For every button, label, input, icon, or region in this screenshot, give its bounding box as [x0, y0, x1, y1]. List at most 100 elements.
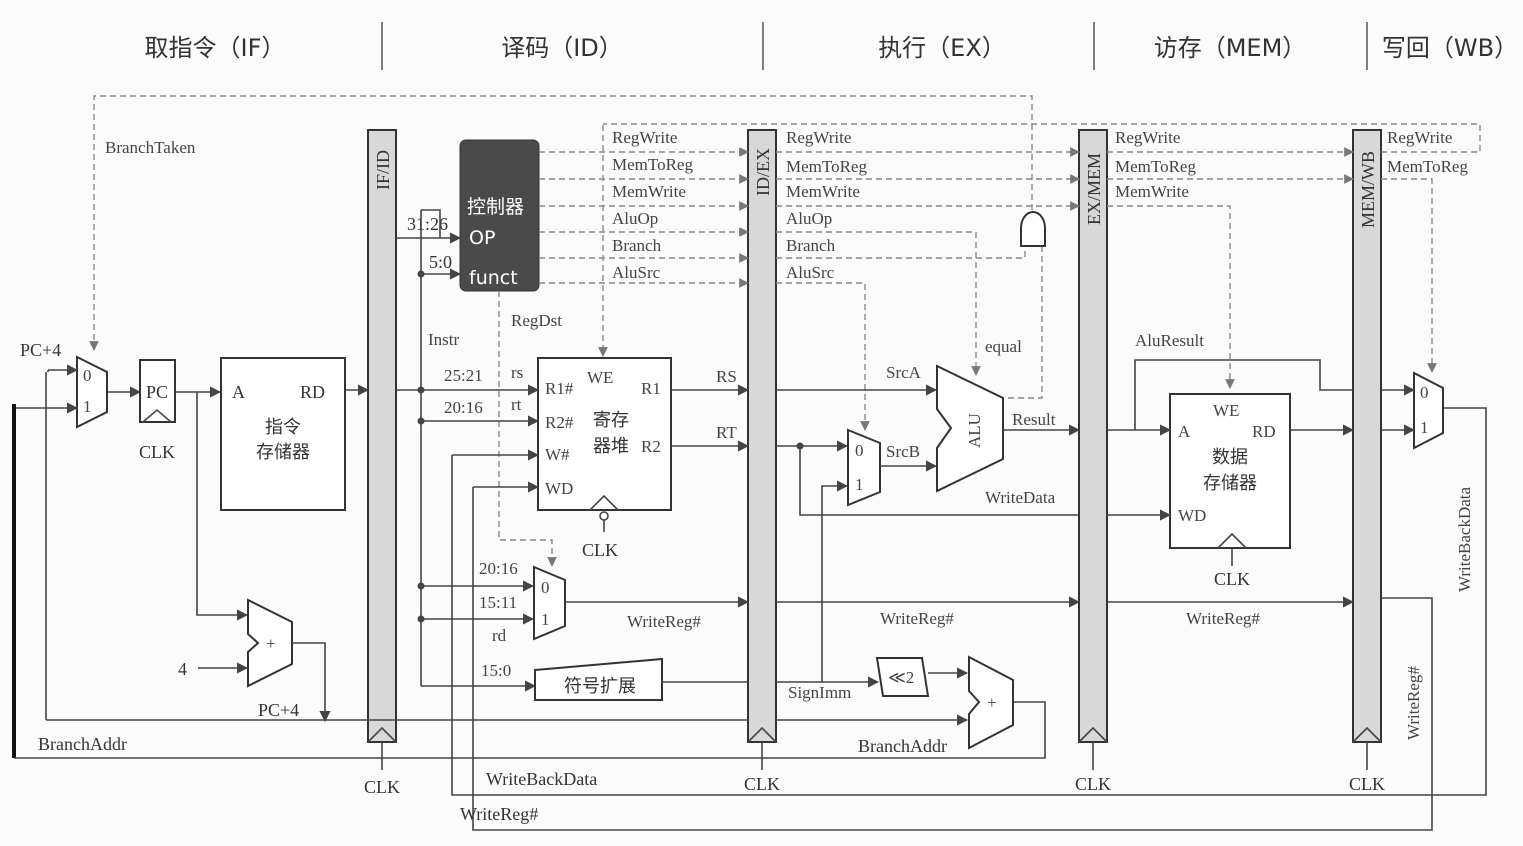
id-ex-clk-triangle: [747, 726, 777, 743]
pc-clk-triangle: [142, 408, 172, 423]
RT-label: RT: [716, 423, 737, 442]
regfile-we: WE: [587, 368, 613, 387]
equal-label: equal: [985, 337, 1022, 356]
equal-wire: [1004, 246, 1043, 399]
imem-name-line2: 存储器: [256, 442, 310, 462]
wb-stage: 0 1 WriteBackData WriteReg# WriteBackDat…: [451, 371, 1487, 831]
sign-extend-shape: [534, 657, 663, 701]
ex-mem-clk-triangle: [1078, 726, 1108, 743]
writereg-wb-wire: [472, 487, 1433, 831]
pc-label: PC: [146, 382, 168, 402]
signimm-label: SignImm: [788, 683, 851, 702]
ex-branch-wire: [776, 246, 1026, 259]
pc-plus4-adder-label: PC+4: [258, 700, 299, 720]
regfile-r1-in: R1#: [545, 379, 574, 398]
instruction-memory: A RD 指令 存储器: [220, 357, 370, 511]
result-label: Result: [1012, 410, 1056, 429]
controller: 控制器 OP funct 31:26 5:0: [396, 139, 540, 292]
pc-mux: 0 1 PC+4: [12, 340, 142, 758]
if-id-register: [367, 129, 397, 743]
wb-mux-1: 1: [1420, 418, 1429, 437]
branch-address-feedback: BranchAddr: [14, 372, 1046, 759]
dmem-name-line1: 数据: [1212, 447, 1248, 467]
alusrc-mux-1: 1: [855, 475, 864, 494]
if-id-clk-label: CLK: [364, 777, 400, 797]
ex-mem-clk-label: CLK: [1075, 774, 1111, 794]
mem-stage: WE A RD WD 数据 存储器 CLK AluResult WriteReg…: [1107, 331, 1355, 628]
ex-stage: SrcA WriteData 0 1 SrcB ALU Result SignI…: [776, 363, 1081, 756]
srcb-label: SrcB: [886, 442, 920, 461]
regfile-name-line2: 器堆: [593, 436, 629, 456]
pc-to-adder-wire: [196, 392, 249, 621]
dmem-wd: WD: [1178, 506, 1206, 525]
ex-alusrc-wire: [776, 282, 870, 431]
branch-taken-wire: [89, 95, 1033, 351]
writereg-ex-label: WriteReg#: [880, 609, 954, 628]
signimm-to-mux-wire: [821, 480, 849, 682]
srca-label: SrcA: [886, 363, 922, 382]
wb-mux-0: 0: [1420, 383, 1429, 402]
id-ex-label: ID/EX: [753, 148, 773, 196]
register-file: R1# R2# W# WD WE R1 R2 寄存 器堆 CLK RS RT: [452, 357, 750, 560]
RS-label: RS: [716, 367, 737, 386]
instr-label: Instr: [428, 330, 460, 349]
regdst-wire: [498, 291, 557, 567]
pc-plus4-input-label: PC+4: [20, 340, 61, 360]
mem-ctrl-regwrite: RegWrite: [1115, 128, 1180, 147]
dmem-name-line2: 存储器: [1203, 473, 1257, 493]
regfile-wd-in: WD: [545, 479, 573, 498]
branch-addr-label-if: BranchAddr: [38, 734, 127, 754]
dmem-clk-label: CLK: [1214, 569, 1250, 589]
ctrl-memtoreg: MemToReg: [612, 155, 693, 174]
writeback-data-wire: [451, 407, 1487, 796]
wb-mux-shape: [1413, 371, 1444, 450]
wb-memtoreg-wire: [1381, 178, 1437, 373]
regfile-name-line1: 寄存: [593, 410, 629, 430]
ex-ctrl-regwrite: RegWrite: [786, 128, 851, 147]
dmem-we: WE: [1213, 401, 1239, 420]
mem-memwrite-wire: [1107, 205, 1235, 389]
if-id-label: IF/ID: [373, 150, 393, 190]
regdst-mux-shape: [533, 565, 566, 641]
regfile-clk-label: CLK: [582, 540, 618, 560]
writereg-mem-label: WriteReg#: [1186, 609, 1260, 628]
dmem-box: [1169, 393, 1291, 549]
ctrl-regwrite: RegWrite: [612, 128, 677, 147]
wb-ctrl-memtoreg: MemToReg: [1387, 157, 1468, 176]
ctrl-aluop: AluOp: [612, 209, 658, 228]
regfile-clk-triangle: [589, 494, 619, 511]
if-id-clk-triangle: [367, 726, 397, 743]
field-5-0: 5:0: [429, 252, 452, 272]
mem-wb-clk-triangle: [1352, 726, 1382, 743]
dmem-rd: RD: [1252, 422, 1276, 441]
imem-rd-label: RD: [300, 382, 325, 402]
field-20-16: 20:16: [444, 398, 483, 417]
regfile-w-in: W#: [545, 445, 570, 464]
regdst-mux-1: 1: [541, 610, 550, 629]
regfile-r2-out: R2: [641, 437, 661, 456]
id-ex-register: [747, 129, 777, 743]
pc-adder-plus: +: [266, 634, 276, 653]
instr-to-op: [421, 209, 441, 238]
stage-ex-label: 执行（EX）: [878, 34, 1006, 62]
writereg-bottom-label: WriteReg#: [460, 804, 538, 824]
imem-a-label: A: [232, 382, 245, 402]
constant-four-label: 4: [178, 659, 187, 679]
ctrl-alusrc: AluSrc: [612, 263, 661, 282]
alusrc-mux-0: 0: [855, 441, 864, 460]
aluresult-bypass-wire: [1134, 359, 1353, 430]
pc-box: [139, 359, 176, 423]
writereg-id-label: WriteReg#: [627, 612, 701, 631]
control-signals-mem: RegWrite MemToReg MemWrite RegWrite MemT…: [603, 123, 1481, 389]
writedata-wire: [799, 446, 1079, 516]
controller-title: 控制器: [467, 196, 524, 218]
branch-addr-wire: [14, 701, 1046, 759]
imem-box: [220, 357, 346, 511]
branch-adder-plus: +: [987, 693, 997, 712]
id-ex-clk-label: CLK: [744, 774, 780, 794]
ex-aluop-wire: [776, 231, 981, 376]
mem-wb-clk-label: CLK: [1349, 774, 1385, 794]
field-31-26: 31:26: [407, 214, 448, 234]
regfile-r2-in: R2#: [545, 413, 574, 432]
